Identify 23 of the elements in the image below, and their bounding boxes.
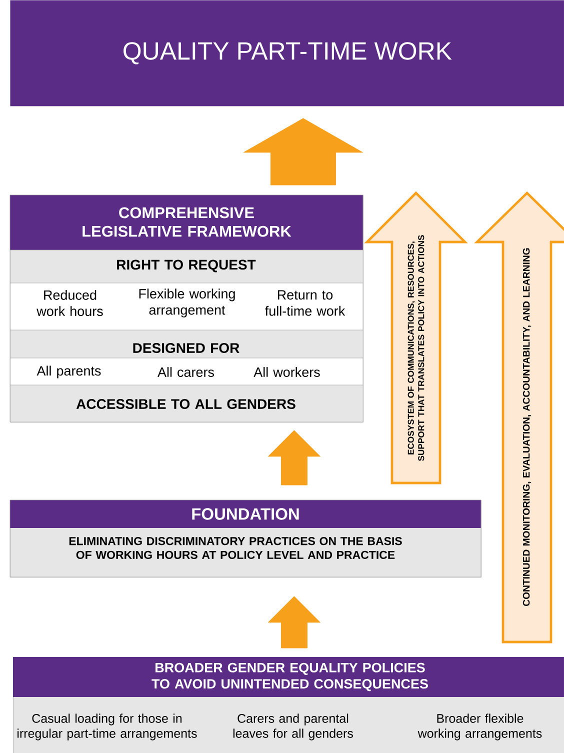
cell-text: All carers <box>158 367 214 377</box>
box-text: ELIMINATING DISCRIMINATORY PRACTICES ON THE BASIS OF WORKING HOURS AT POLICY LEVEL AND PRACTICE <box>69 537 402 559</box>
cell-text: Reduced work hours <box>36 290 103 316</box>
row-heading: DESIGNED FOR <box>133 343 240 353</box>
cell-text: Broader flexible working arrangements <box>418 714 542 740</box>
foundation-box <box>10 500 482 578</box>
box-heading: BROADER GENDER EQUALITY POLICIES TO AVOID UNINTENDED CONSEQUENCES <box>152 662 428 692</box>
cell-text: Carers and parental leaves for all genders <box>233 714 353 740</box>
title-box: QUALITY PART-TIME WORK <box>10 0 564 106</box>
cell-text: Return to full-time work <box>265 290 346 316</box>
cell-text: All parents <box>36 366 101 378</box>
policies-box <box>13 657 564 753</box>
block-arrow <box>268 596 320 648</box>
block-arrow <box>268 430 320 486</box>
cell-text: Casual loading for those in irregular part-time arrangements <box>18 714 197 740</box>
box-heading: COMPREHENSIVE LEGISLATIVE FRAMEWORK <box>82 207 292 237</box>
framework-box <box>10 194 364 422</box>
cell-text: Flexible working arrangement <box>139 288 235 318</box>
cell-text: All workers <box>254 367 320 377</box>
block-arrow <box>243 118 363 186</box>
box-heading: FOUNDATION <box>192 508 299 520</box>
row-heading: RIGHT TO REQUEST <box>117 260 256 272</box>
row-heading: ACCESSIBLE TO ALL GENDERS <box>76 399 296 409</box>
